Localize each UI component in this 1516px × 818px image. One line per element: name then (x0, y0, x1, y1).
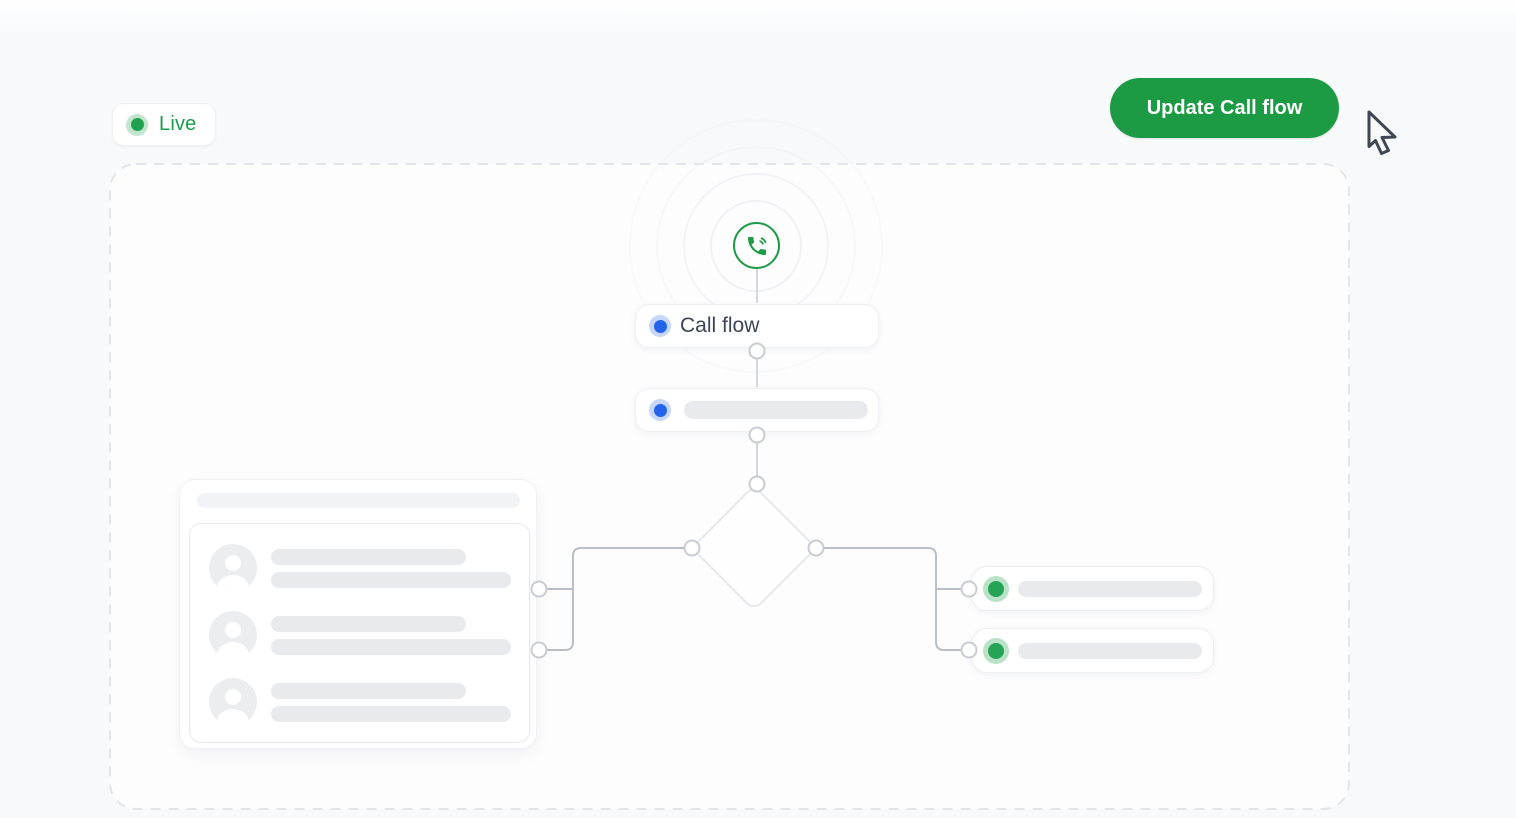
port (683, 539, 701, 557)
skeleton-text-block (271, 682, 511, 722)
list-item[interactable] (209, 544, 511, 592)
entry-call-node[interactable] (733, 222, 780, 269)
contacts-card[interactable] (179, 479, 537, 749)
port (748, 475, 766, 493)
phone-call-icon (747, 236, 766, 255)
status-badge: Live (112, 103, 216, 146)
skeleton-text-block (271, 548, 511, 588)
mouse-cursor-icon (1367, 110, 1397, 155)
outcome-node-1[interactable] (971, 566, 1214, 611)
port (807, 539, 825, 557)
outcome-node-2[interactable] (971, 628, 1214, 673)
green-status-dot (983, 575, 1009, 602)
call-flow-node[interactable]: Call flow (635, 304, 879, 348)
avatar (209, 544, 257, 592)
green-status-dot (983, 637, 1009, 664)
list-item[interactable] (209, 678, 511, 726)
skeleton-card-title (197, 493, 520, 508)
blue-status-dot (649, 315, 671, 337)
skeleton-text-line (1018, 642, 1202, 659)
list-item[interactable] (209, 611, 511, 659)
update-call-flow-button[interactable]: Update Call flow (1110, 78, 1339, 138)
placeholder-step-node[interactable] (635, 388, 879, 432)
contacts-list (189, 523, 530, 743)
status-badge-label: Live (159, 113, 197, 135)
call-flow-node-label: Call flow (680, 314, 760, 337)
branch-connectors (547, 547, 961, 651)
decision-diamond-node[interactable] (692, 486, 816, 610)
skeleton-text-line (684, 401, 868, 419)
live-dot-icon (126, 113, 148, 136)
skeleton-text-line (1018, 580, 1202, 597)
avatar (209, 678, 257, 726)
blue-status-dot (649, 399, 671, 421)
avatar (209, 611, 257, 659)
skeleton-text-block (271, 615, 511, 655)
